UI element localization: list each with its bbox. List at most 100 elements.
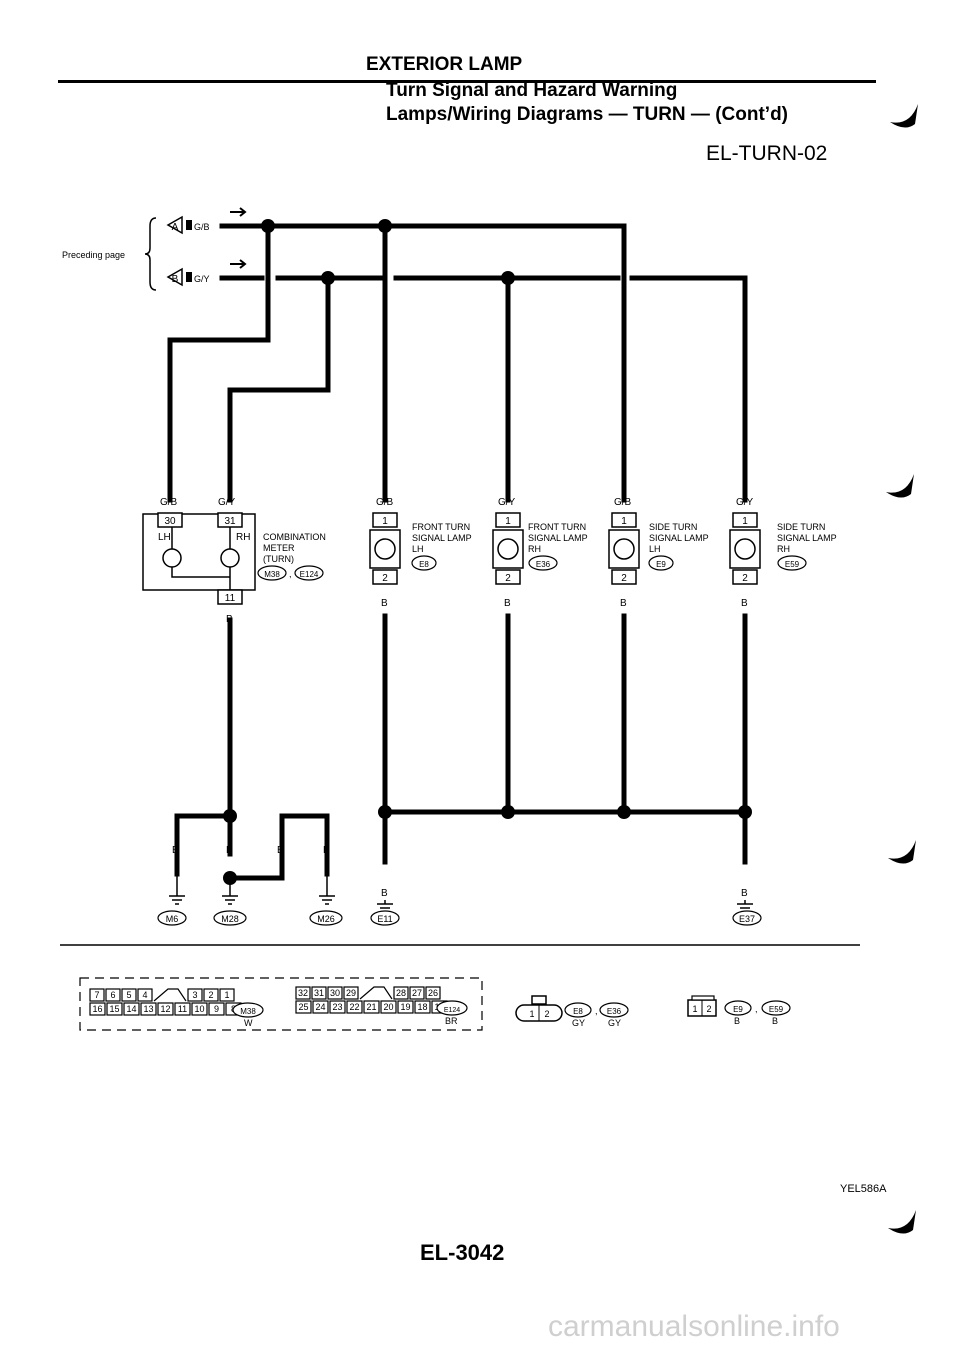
- page-ref-a: A G/B: [166, 207, 247, 235]
- m38-connector-face: 76543211615141312111098: [89, 988, 242, 1016]
- flow-arrow-icon: [230, 259, 247, 269]
- ground-icon: [319, 895, 335, 905]
- svg-text:E11: E11: [377, 914, 392, 924]
- svg-text:B: B: [620, 598, 627, 609]
- connector-pin-label: 11: [178, 1004, 187, 1014]
- svg-text:E37: E37: [739, 914, 755, 924]
- svg-text:M38: M38: [240, 1007, 256, 1016]
- preceding-page-refs: Preceding page A G/B B G/Y: [62, 207, 247, 291]
- svg-text:E36: E36: [607, 1007, 622, 1016]
- connector-pin-cell: [137, 988, 153, 1002]
- svg-text:2: 2: [706, 1004, 711, 1014]
- connector-pin-cell: [295, 1000, 312, 1014]
- front-turn-lamp-rh: G/Y 1 2 B FRONT TURN SIGNAL LAMP RH E36: [492, 497, 588, 609]
- svg-text:2: 2: [742, 573, 748, 584]
- svg-text:G/B: G/B: [194, 222, 210, 232]
- side-turn-lamp-rh: G/Y 1 2 B SIDE TURN SIGNAL LAMP RH E59: [729, 497, 837, 609]
- svg-text:E124: E124: [444, 1007, 460, 1014]
- connector-pin-label: 6: [110, 990, 115, 1000]
- connector-pin-cell: [191, 1002, 208, 1016]
- svg-text:E8: E8: [573, 1007, 583, 1016]
- flow-arrow-icon: [230, 207, 247, 217]
- svg-text:COMBINATION: COMBINATION: [263, 532, 326, 542]
- svg-text:FRONT TURN: FRONT TURN: [412, 522, 470, 532]
- svg-text:SIGNAL LAMP: SIGNAL LAMP: [412, 533, 472, 543]
- svg-text:B: B: [772, 1016, 778, 1026]
- svg-text:E8: E8: [419, 560, 429, 569]
- connector-pin-cell: [105, 988, 121, 1002]
- connector-pin-cell: [89, 988, 105, 1002]
- connector-pin-cell: [380, 1000, 397, 1014]
- ground-icon: [737, 900, 753, 913]
- connector-pin-label: 1: [224, 990, 229, 1000]
- meter-connectors-frame: [79, 977, 483, 1031]
- connector-pin-label: 16: [92, 1004, 102, 1014]
- svg-text:1: 1: [505, 516, 511, 527]
- connector-pin-label: 22: [349, 1002, 359, 1012]
- connector-pin-cell: [140, 1002, 157, 1016]
- combination-meter: G/B G/Y 30 31 LH RH 11 B COMBINATION MET…: [142, 497, 326, 625]
- svg-text:,: ,: [755, 1004, 758, 1014]
- page-number: EL-3042: [420, 1240, 505, 1265]
- e124-connector-face: 32313029282726252423222120191817: [295, 986, 448, 1014]
- svg-text:11: 11: [225, 593, 236, 604]
- connector-pin-cell: [89, 1002, 106, 1016]
- lamp-bulb-icon: [734, 538, 756, 560]
- svg-text:LH: LH: [412, 544, 424, 554]
- diagram-subtitle-line1: Turn Signal and Hazard Warning: [386, 80, 678, 101]
- svg-text:,: ,: [595, 1006, 598, 1016]
- svg-text:W: W: [244, 1018, 253, 1028]
- svg-text:E36: E36: [536, 560, 551, 569]
- svg-text:2: 2: [621, 573, 627, 584]
- lamp-bulb-icon: [613, 538, 635, 560]
- connector-latch-icon: [153, 988, 187, 1002]
- svg-text:B: B: [172, 845, 179, 856]
- connector-latch-icon: [359, 986, 393, 1000]
- connector-pin-cell: [409, 986, 425, 1000]
- ground-icon: [222, 895, 238, 905]
- svg-text:2: 2: [505, 573, 511, 584]
- connector-pin-label: 27: [412, 988, 422, 998]
- svg-text:1: 1: [742, 516, 748, 527]
- svg-text:B: B: [504, 598, 511, 609]
- ground-wire-labels: B B B B B B: [172, 845, 748, 899]
- rh-indicator-bulb-icon: [220, 548, 240, 568]
- connector-pin-label: 32: [298, 988, 308, 998]
- section-title: EXTERIOR LAMP: [366, 54, 523, 75]
- connector-pin-cell: [187, 988, 203, 1002]
- connector-pin-cell: [203, 988, 219, 1002]
- svg-text:(TURN): (TURN): [263, 554, 294, 564]
- svg-text:2: 2: [544, 1009, 549, 1019]
- svg-text:M6: M6: [166, 914, 179, 924]
- svg-text:E59: E59: [769, 1005, 784, 1014]
- svg-text:B: B: [277, 845, 284, 856]
- e9-e59-connector-face: 1 2 E9 B , E59 B: [687, 995, 791, 1026]
- connector-pin-cell: [121, 988, 137, 1002]
- lamp-bulb-icon: [374, 538, 396, 560]
- front-turn-lamp-lh: G/B 1 2 B FRONT TURN SIGNAL LAMP LH E8: [369, 497, 472, 609]
- junction-dots: [223, 219, 752, 885]
- page-ref-b: B G/Y: [166, 259, 247, 287]
- svg-text:LH: LH: [158, 532, 171, 543]
- watermark: carmanualsonline.info: [548, 1310, 840, 1343]
- svg-text:M38: M38: [264, 570, 280, 579]
- connector-pin-cell: [329, 1000, 346, 1014]
- svg-text:G/B: G/B: [376, 497, 394, 508]
- svg-text:METER: METER: [263, 543, 295, 553]
- svg-text:M26: M26: [317, 914, 335, 924]
- connector-pin-label: 21: [366, 1002, 376, 1012]
- ref-arrow-b-icon: [166, 267, 183, 287]
- svg-text:B: B: [741, 888, 748, 899]
- svg-text:B: B: [226, 845, 233, 856]
- svg-text:B: B: [381, 888, 388, 899]
- svg-text:B: B: [226, 614, 233, 625]
- svg-text:RH: RH: [528, 544, 541, 554]
- svg-text:M28: M28: [221, 914, 239, 924]
- svg-text:B: B: [381, 598, 388, 609]
- svg-text:GY: GY: [608, 1018, 621, 1028]
- connector-pin-label: 30: [330, 988, 340, 998]
- connector-pin-label: 24: [315, 1002, 325, 1012]
- svg-text:SIDE TURN: SIDE TURN: [777, 522, 825, 532]
- connector-pin-cell: [174, 1002, 191, 1016]
- connector-pin-cell: [208, 1002, 225, 1016]
